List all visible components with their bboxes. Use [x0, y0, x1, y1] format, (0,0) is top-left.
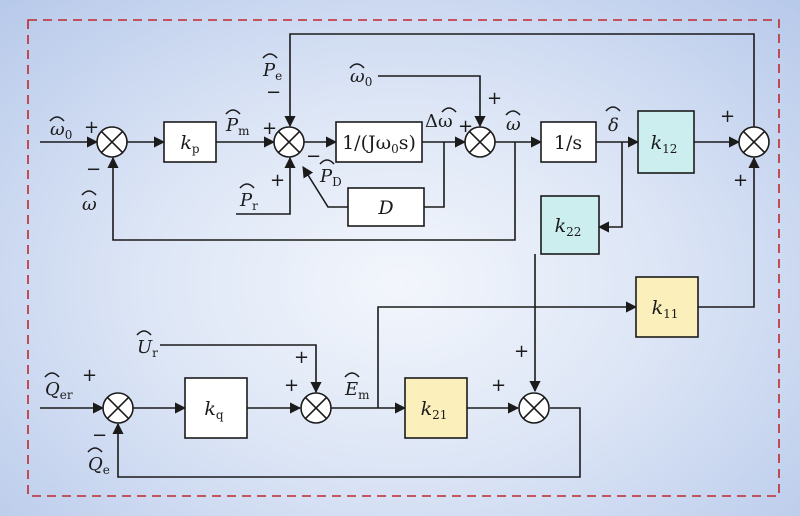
integrator-block [540, 121, 597, 163]
k22-block [540, 195, 600, 255]
sign-s2-plus-left: + [262, 118, 277, 139]
svg-text:Pr: Pr [239, 190, 258, 213]
signal-omega-feedback: ω [81, 190, 97, 215]
sign-s6-plus-left: + [491, 375, 506, 396]
k11-block [635, 276, 699, 338]
sign-s2-minus-top: − [266, 82, 281, 103]
sign-s5-plus-top: + [294, 347, 309, 368]
sign-s2-plus-bottom: + [270, 170, 285, 191]
sum-junction-4 [738, 126, 770, 158]
signal-Qer: Qer [44, 372, 73, 402]
dashed-border [27, 19, 780, 497]
svg-text:Pm: Pm [225, 115, 250, 138]
k21-label: k21 [421, 398, 448, 422]
k22-label: k22 [555, 215, 582, 239]
k11-label: k11 [652, 297, 679, 321]
signs: + − + − + − + + + + + − + + + + [82, 82, 748, 446]
signal-Qe: Qe [87, 447, 110, 477]
signal-omega-out: ω [505, 110, 521, 135]
sum-junction-5 [300, 392, 332, 424]
inertia-block [335, 121, 423, 163]
sign-s4-plus-left: + [720, 106, 735, 127]
sign-s7-plus: + [82, 365, 97, 386]
svg-text:ω: ω [506, 114, 521, 135]
signal-PD: PD [319, 159, 342, 189]
svg-text:PD: PD [319, 166, 342, 189]
kq-block [184, 377, 248, 439]
sign-s3-plus-top: + [487, 88, 502, 109]
wires [40, 33, 760, 478]
kp-block [163, 121, 217, 163]
svg-text:ω: ω [82, 194, 97, 215]
damping-label: D [377, 197, 393, 219]
inertia-label: 1/(Jω0s) [342, 132, 416, 156]
sum-junction-2 [273, 126, 305, 158]
sum-junction-1 [96, 126, 128, 158]
k21-block [404, 377, 468, 439]
svg-text:Δω: Δω [425, 111, 453, 132]
signal-omega0-top: ω0 [349, 63, 372, 89]
signal-Pm: Pm [225, 109, 250, 138]
k12-block [637, 110, 695, 174]
svg-text:δ: δ [608, 115, 619, 136]
sign-s1-minus: − [86, 159, 101, 180]
signal-Pr: Pr [239, 183, 258, 213]
svg-text:ω0: ω0 [50, 119, 72, 142]
signal-Ur: Ur [136, 330, 158, 360]
sign-s2-minus-damp: − [306, 146, 321, 167]
svg-text:Qer: Qer [45, 379, 73, 402]
sign-s4-plus-bottom: + [733, 170, 748, 191]
sum-junction-6 [518, 392, 550, 424]
sign-s7-minus: − [92, 425, 107, 446]
sum-junction-7 [102, 392, 134, 424]
svg-text:ω0: ω0 [350, 66, 372, 89]
svg-text:Qe: Qe [88, 454, 110, 477]
damping-block [347, 187, 425, 227]
svg-text:Ur: Ur [137, 337, 158, 360]
sign-s1-plus: + [84, 117, 99, 138]
sign-s5-plus-left: + [284, 375, 299, 396]
svg-text:Pe: Pe [262, 60, 282, 83]
kq-label: kq [204, 398, 224, 422]
signal-omega0-in: ω0 [49, 116, 72, 142]
signal-delta: δ [605, 106, 621, 136]
integrator-label: 1/s [554, 132, 582, 154]
kp-label: kp [180, 132, 200, 156]
svg-text:Em: Em [344, 379, 370, 402]
signal-Em: Em [344, 372, 370, 402]
signal-delta-omega: Δω [425, 107, 457, 132]
sign-s6-plus-top: + [514, 341, 529, 362]
signal-Pe: Pe [262, 53, 282, 83]
sum-junction-3 [464, 126, 496, 158]
k12-label: k12 [651, 132, 678, 156]
sign-s3-plus-left: + [458, 116, 473, 137]
